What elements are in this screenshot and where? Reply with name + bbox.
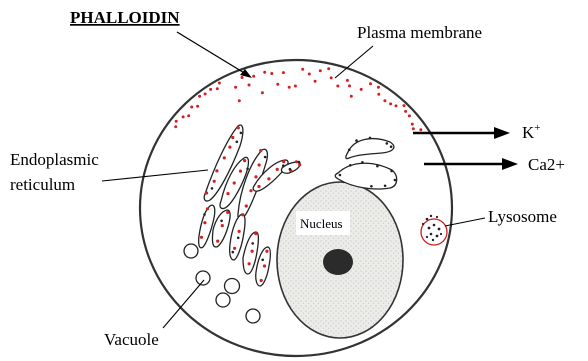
nucleus-label: Nucleus	[300, 216, 343, 231]
er-label-line1: Endoplasmic	[10, 150, 99, 169]
phalloidin-title: PHALLOIDIN	[70, 8, 180, 27]
phalloidin-pointer-line	[177, 32, 246, 74]
potassium-efflux-arrowhead	[494, 127, 510, 139]
calcium-label: Ca2+	[528, 155, 565, 174]
nucleolus	[323, 249, 353, 275]
plasma-membrane-label: Plasma membrane	[357, 23, 482, 42]
er-label-line2: reticulum	[10, 175, 75, 194]
lysosome	[421, 219, 447, 245]
potassium-symbol: K	[522, 123, 535, 142]
potassium-label: K+	[522, 122, 541, 142]
vacuole-label: Vacuole	[104, 330, 159, 349]
lysosome-label: Lysosome	[488, 207, 557, 226]
calcium-efflux-arrowhead	[502, 158, 518, 170]
potassium-charge: +	[534, 122, 540, 134]
